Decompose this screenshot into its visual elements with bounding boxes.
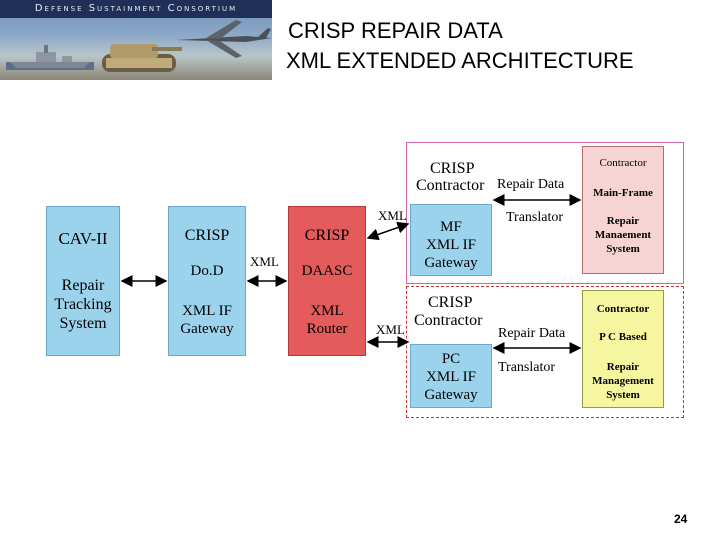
pc-line-3: Gateway (424, 387, 478, 403)
tank-icon (102, 44, 182, 72)
cav-ii-line-2: Tracking (54, 296, 112, 313)
arrow-daasc-mf (366, 221, 410, 241)
mainframe-contractor-box: Contractor Main-Frame Repair Manaement S… (582, 146, 664, 274)
dod-line-3: XML IF (182, 303, 232, 319)
mainframe-repair-line-3: System (606, 243, 640, 255)
pc-line-1: PC (441, 351, 461, 367)
warship-icon (6, 45, 94, 70)
pc-contractor-box: Contractor P C Based Repair Management S… (582, 290, 664, 408)
page-number: 24 (674, 512, 688, 526)
header-banner: Defense Sustainment Consortium (0, 0, 272, 80)
daasc-line-1: CRISP (304, 227, 350, 244)
bottom-repair-data-label: Repair Data (498, 326, 566, 341)
mainframe-contractor-region (406, 142, 684, 284)
bottom-contractor-label: Contractor (414, 312, 483, 329)
top-crisp-label: CRISP (430, 160, 475, 177)
cav-ii-box: CAV-II Repair Tracking System (46, 206, 120, 356)
slide-title: CRISP REPAIR DATA XML EXTENDED ARCHITECT… (286, 16, 706, 76)
mainframe-repair-line-2: Manaement (594, 229, 652, 241)
daasc-line-3: XML (310, 303, 344, 319)
bottom-translator-label: Translator (498, 360, 556, 375)
mf-line-1: MF (440, 219, 462, 235)
xml-label-pc: XML (376, 322, 405, 337)
cav-ii-line-3: System (59, 315, 107, 332)
pc-contractor-region (406, 286, 684, 418)
pc-repair-line-2: Management (592, 375, 654, 387)
bomber-plane-icon (176, 20, 272, 58)
bottom-crisp-label: CRISP (428, 294, 473, 311)
pc-xml-gateway-box: PC XML IF Gateway (410, 344, 492, 408)
dod-line-2: Do.D (190, 263, 224, 279)
xml-label-mainframe: XML (378, 208, 407, 223)
cav-ii-title: CAV-II (58, 229, 108, 248)
mainframe-platform-label: Main-Frame (593, 187, 653, 199)
pc-line-2: XML IF (426, 369, 476, 385)
pc-contractor-title: Contractor (596, 303, 650, 315)
cav-ii-line-1: Repair (61, 277, 105, 294)
daasc-router-box: CRISP DAASC XML Router (288, 206, 366, 356)
dod-line-1: CRISP (184, 227, 230, 244)
daasc-line-2: DAASC (301, 263, 353, 279)
banner-title: Defense Sustainment Consortium (0, 0, 272, 18)
dod-line-4: Gateway (180, 321, 234, 337)
mainframe-contractor-title: Contractor (599, 157, 647, 169)
mainframe-repair-line-1: Repair (606, 215, 640, 227)
top-repair-data-label: Repair Data (497, 177, 565, 192)
mf-line-2: XML IF (426, 237, 476, 253)
mf-line-3: Gateway (424, 255, 478, 271)
xml-label-dod-daasc: XML (250, 254, 279, 269)
top-translator-label: Translator (506, 210, 564, 225)
slide-title-line-1: CRISP REPAIR DATA (288, 18, 503, 43)
top-contractor-label: Contractor (416, 177, 485, 194)
pc-repair-line-3: System (606, 389, 640, 401)
dod-gateway-box: CRISP Do.D XML IF Gateway (168, 206, 246, 356)
slide-title-line-2: XML EXTENDED ARCHITECTURE (286, 48, 634, 73)
pc-repair-line-1: Repair (606, 361, 640, 373)
pc-platform-label: P C Based (599, 331, 647, 343)
mf-xml-gateway-box: MF XML IF Gateway (410, 204, 492, 276)
daasc-line-4: Router (306, 321, 348, 337)
